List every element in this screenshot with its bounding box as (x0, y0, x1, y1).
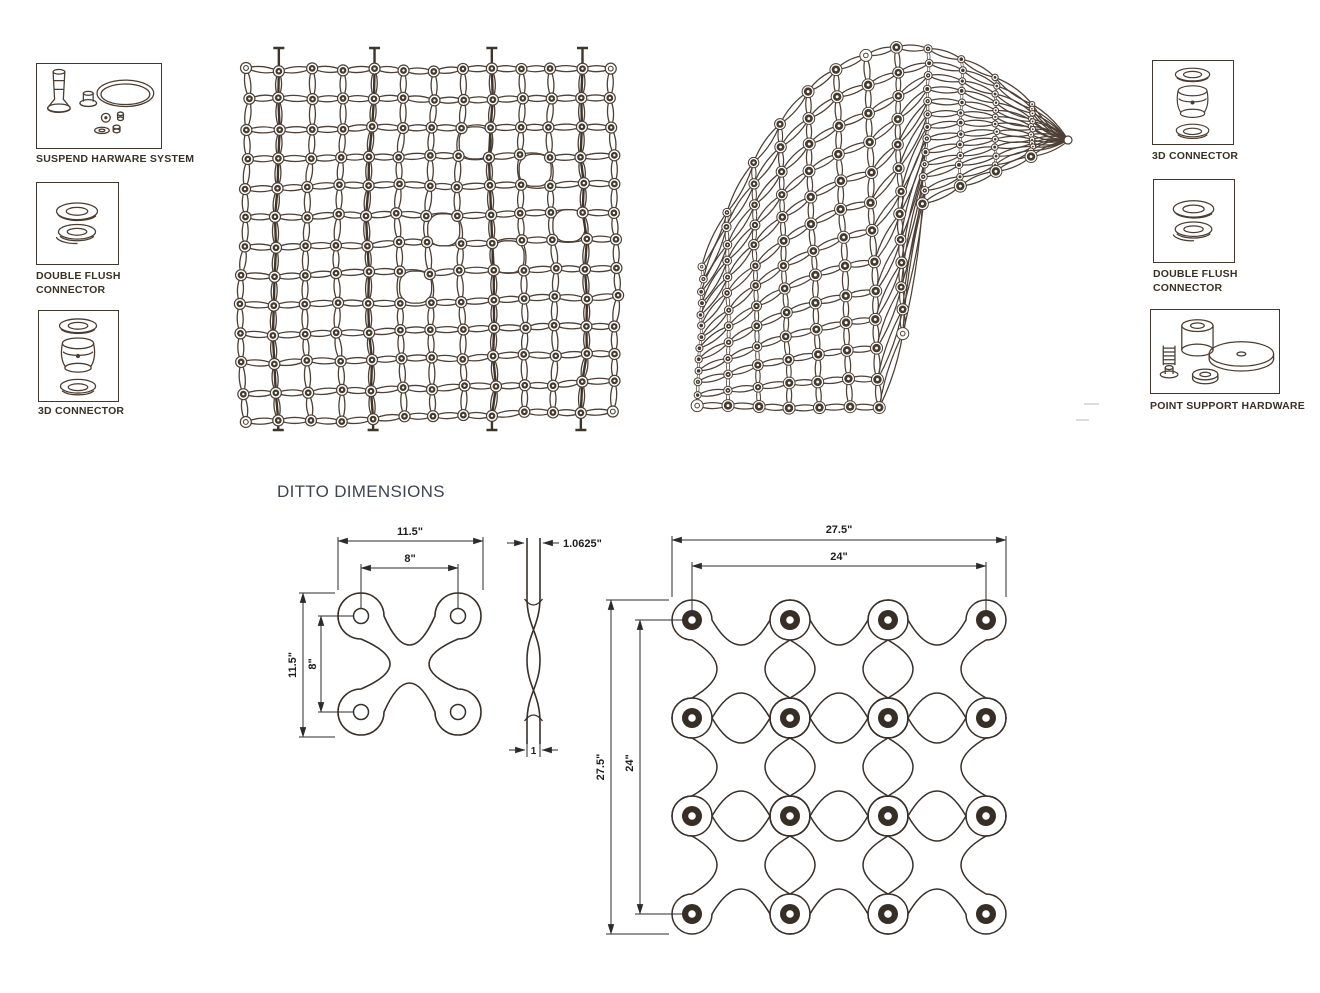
tile-profile-outline (523, 538, 544, 744)
dim-tile-hole-width: 8" (404, 553, 415, 565)
dim-grid-width: 27.5" (826, 524, 853, 536)
point-support-hardware-sketch (1159, 319, 1275, 385)
single-tile-outline (337, 592, 482, 736)
3d-connector-sketch-right (1174, 67, 1211, 139)
tile-profile-dimension-lines (507, 539, 559, 757)
dim-profile-base: 1 (531, 746, 537, 757)
dim-grid-hole-height: 24" (624, 754, 636, 771)
flat-panel-drawing (233, 46, 625, 432)
double-flush-connector-sketch-right (1172, 200, 1215, 242)
double-flush-connector-label-right: DOUBLE FLUSH CONNECTOR (1153, 268, 1238, 294)
suspend-hardware-sketch (47, 68, 155, 135)
grid-dimension-lines (606, 536, 1007, 935)
shadow-mark (1084, 403, 1099, 405)
suspend-hardware-box (36, 63, 162, 149)
point-support-hardware-label: POINT SUPPORT HARDWARE (1150, 400, 1305, 412)
curved-mesh-nodes (690, 40, 1073, 415)
3d-connector-box-right (1152, 60, 1234, 145)
dimensions-drawing: 11.5" 8" 11.5" 8" 1.0625" 1 (287, 524, 1007, 935)
double-flush-connector-sketch (55, 202, 99, 245)
3d-connector-sketch (58, 318, 98, 396)
3d-connector-box-left (38, 310, 119, 402)
dim-tile-height: 11.5" (287, 652, 299, 678)
flat-mesh-large-openings (398, 126, 586, 304)
dim-tile-width: 11.5" (397, 526, 423, 538)
double-flush-connector-box-right (1153, 179, 1235, 263)
double-flush-connector-box-left (36, 182, 119, 265)
single-tile-holes (352, 607, 467, 721)
grid-grommets (682, 610, 996, 924)
suspend-hardware-label: SUSPEND HARWARE SYSTEM (36, 153, 195, 165)
dim-profile-thickness: 1.0625" (563, 538, 602, 550)
flat-mesh-nodes (233, 61, 625, 429)
3d-connector-label-right: 3D CONNECTOR (1152, 150, 1239, 162)
curved-panel-drawing (690, 40, 1073, 415)
dim-tile-hole-height: 8" (307, 658, 319, 669)
shadow-mark (1076, 419, 1089, 421)
point-support-hardware-box (1150, 309, 1280, 394)
dim-grid-hole-width: 24" (830, 551, 847, 563)
3d-connector-label-left: 3D CONNECTOR (38, 405, 125, 417)
double-flush-connector-label-left: DOUBLE FLUSH CONNECTOR (36, 270, 121, 296)
grid-tiles-outline (671, 599, 1007, 935)
dim-grid-height: 27.5" (595, 754, 607, 781)
dimensions-section-title: DITTO DIMENSIONS (277, 482, 445, 501)
